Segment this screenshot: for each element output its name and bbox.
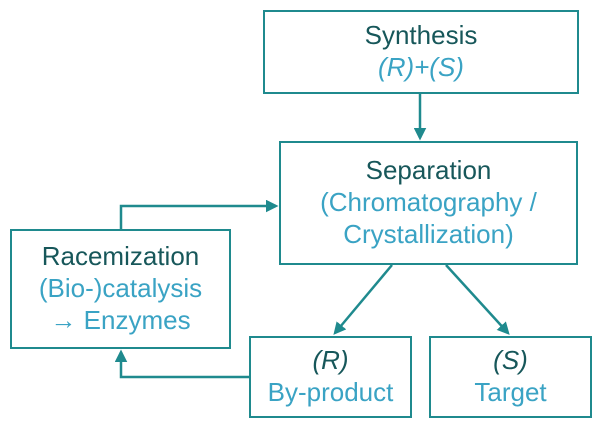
by-product-sub: By-product bbox=[267, 377, 394, 407]
arrow-by-product-to-racemization bbox=[114, 349, 249, 379]
racemization-sub-line2: Enzymes bbox=[83, 304, 191, 335]
target-box: (S) Target bbox=[429, 336, 592, 418]
separation-sub-line2: Crystallization) bbox=[343, 218, 514, 249]
racemization-sub-line2-row: → Enzymes bbox=[50, 305, 190, 337]
synthesis-sub: (R)+(S) bbox=[378, 52, 464, 82]
racemization-box: Racemization (Bio-)catalysis → Enzymes bbox=[10, 229, 231, 349]
by-product-box: (R) By-product bbox=[249, 336, 412, 418]
target-label: (S) bbox=[493, 345, 528, 376]
synthesis-title: Synthesis bbox=[364, 20, 478, 51]
synthesis-box: Synthesis (R)+(S) bbox=[263, 10, 579, 94]
by-product-label: (R) bbox=[312, 345, 349, 376]
racemization-sub-line1: (Bio-)catalysis bbox=[38, 273, 203, 304]
racemization-title: Racemization bbox=[41, 241, 200, 272]
arrow-racemization-to-separation bbox=[119, 199, 279, 229]
separation-title: Separation bbox=[365, 155, 492, 186]
separation-box: Separation (Chromatography / Crystalliza… bbox=[279, 141, 578, 265]
target-sub: Target bbox=[474, 377, 547, 407]
arrow-separation-to-by-product bbox=[333, 264, 393, 335]
arrow-separation-to-target bbox=[445, 264, 510, 335]
separation-sub-line1: (Chromatography / bbox=[320, 187, 537, 218]
right-arrow-icon: → bbox=[50, 304, 77, 335]
